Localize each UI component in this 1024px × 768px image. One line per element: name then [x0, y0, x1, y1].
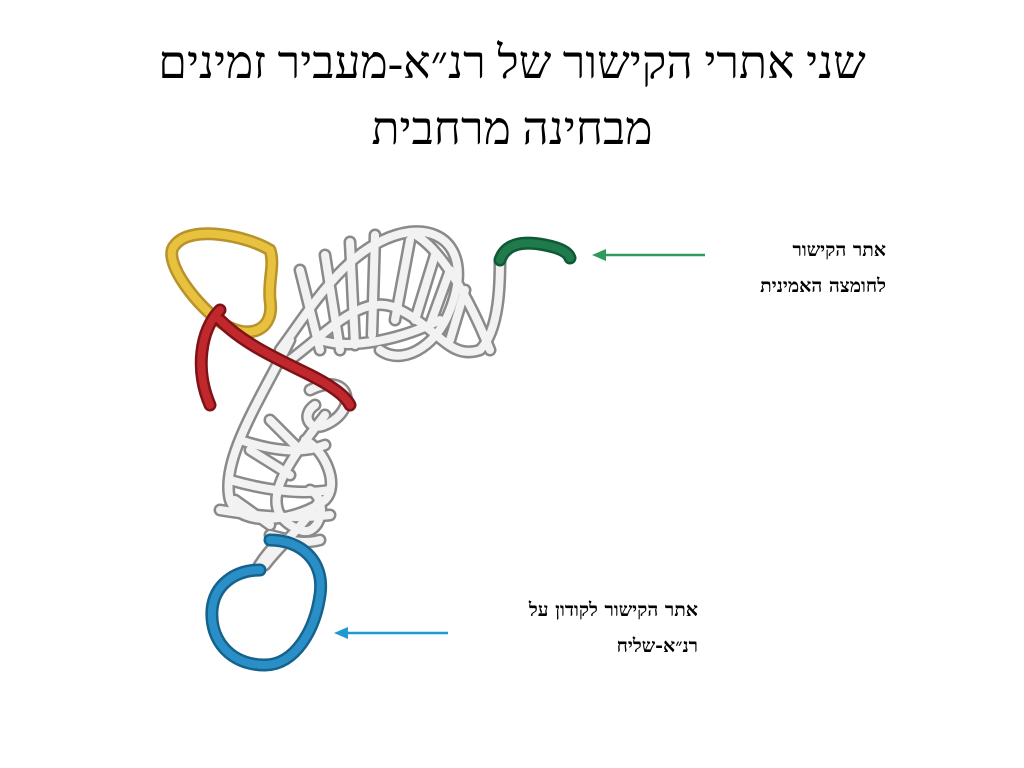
amino-label-line-2: לחומצה האמינית [760, 275, 886, 297]
codon-label-line-2: רנ״א-שליח [616, 635, 698, 657]
tube-fill [220, 232, 500, 569]
codon-site-arrow-icon [334, 627, 448, 639]
variable-loop-segment [194, 303, 357, 412]
title-line-1: שני אתרי הקישור של רנ״א-מעביר זמינים [158, 37, 866, 88]
codon-binding-site-label: אתר הקישור לקודון על רנ״א-שליח [400, 592, 698, 664]
anticodon-loop-segment [205, 533, 328, 672]
amino-label-line-1: אתר הקישור [792, 239, 886, 261]
codon-label-line-1: אתר הקישור לקודון על [528, 599, 698, 621]
page-title: שני אתרי הקישור של רנ״א-מעביר זמינים מבח… [40, 30, 984, 162]
amino-acid-binding-site-label: אתר הקישור לחומצה האמינית [650, 232, 886, 304]
amino-acid-site-arrow-icon [592, 249, 705, 261]
trna-3d-structure-diagram [165, 200, 577, 672]
acceptor-arm-segment [493, 236, 577, 267]
title-line-2: מבחינה מרחבית [371, 103, 653, 154]
